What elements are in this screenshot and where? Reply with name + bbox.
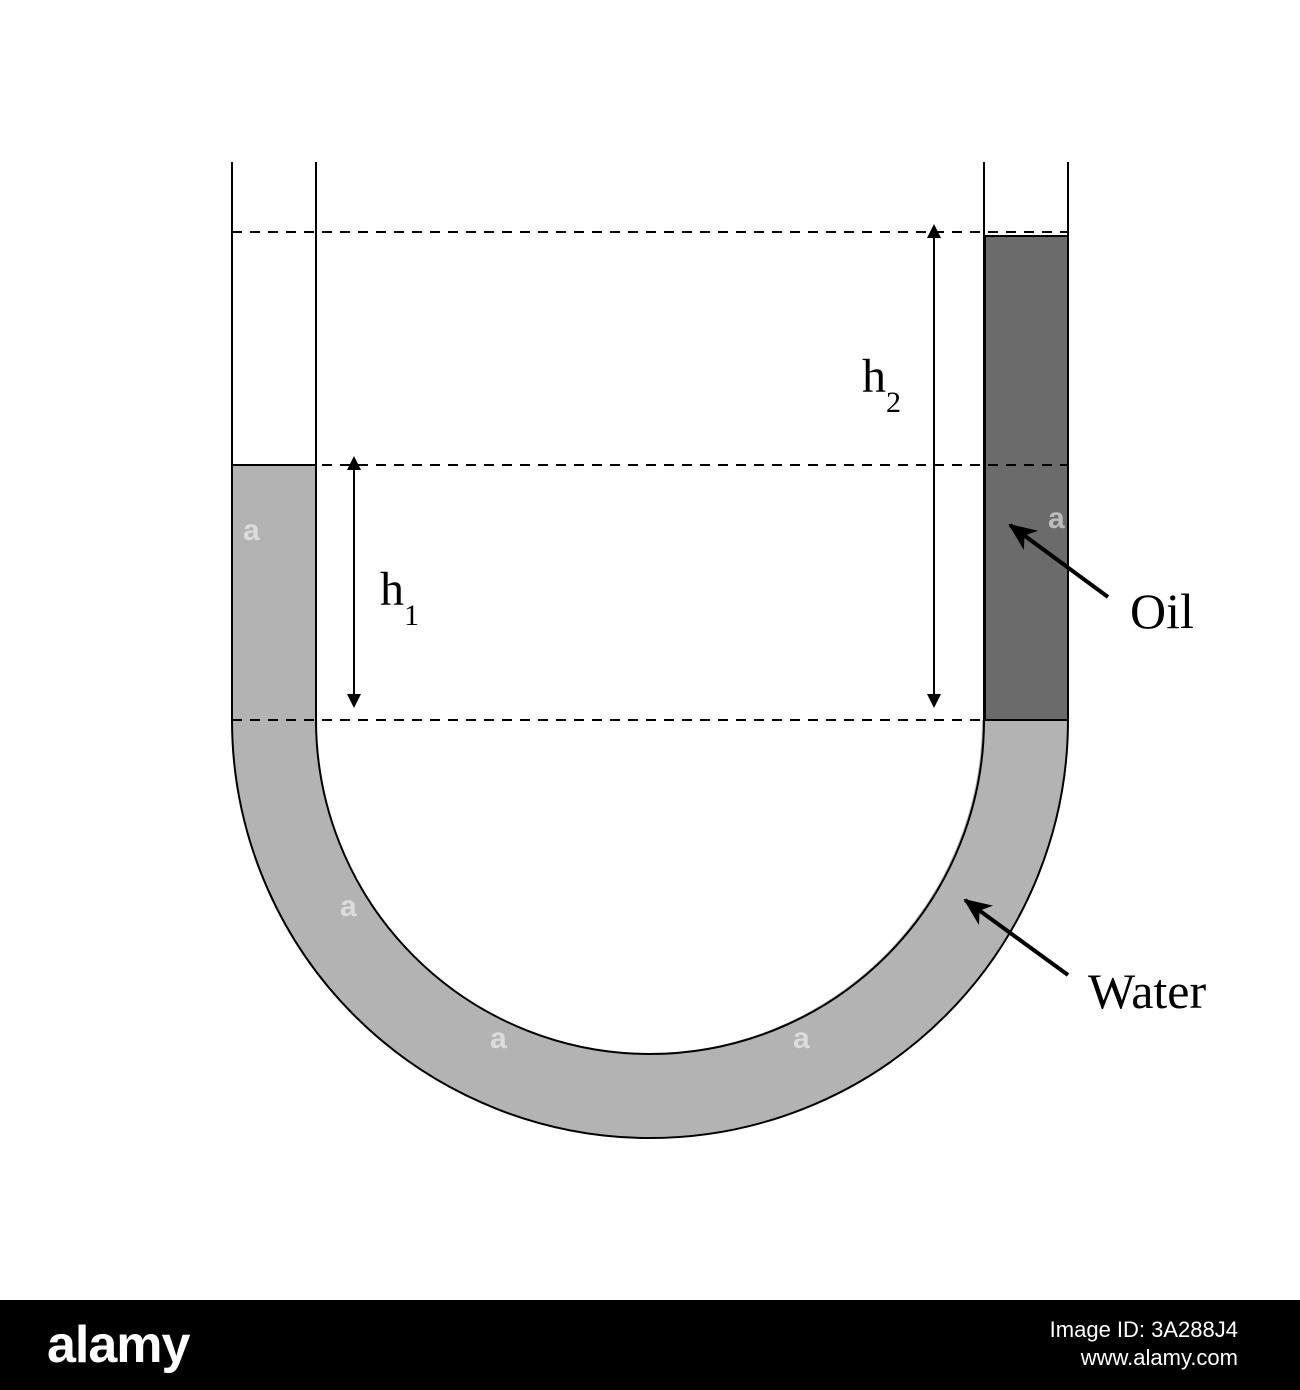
svg-text:a: a	[1048, 502, 1065, 535]
site-url-text: www.alamy.com	[1080, 1345, 1238, 1370]
image-id-text: Image ID: 3A288J4	[1049, 1317, 1238, 1342]
tube-outer-wall	[231, 162, 1069, 1139]
water-pointer-arrow	[963, 898, 1070, 977]
oil-pointer-arrow	[1008, 523, 1110, 599]
h2-label: h2	[862, 350, 901, 419]
alamy-logo: alamy	[47, 1316, 190, 1374]
svg-text:a: a	[793, 1022, 810, 1055]
tube-inner-wall	[315, 162, 985, 1055]
stock-photo-footer: alamy Image ID: 3A288J4 www.alamy.com	[0, 1300, 1300, 1390]
footer-info: Image ID: 3A288J4 www.alamy.com	[1050, 1316, 1238, 1372]
water-column	[232, 465, 1068, 1138]
u-tube-manometer-diagram: a a a a a h1 h2 Oil Water	[231, 162, 1206, 1139]
svg-text:a: a	[243, 514, 260, 547]
oil-label: Oil	[1130, 583, 1194, 639]
oil-column	[984, 235, 1069, 721]
water-label: Water	[1088, 963, 1206, 1019]
svg-text:a: a	[490, 1022, 507, 1055]
watermark-marks: a a a a a	[243, 502, 1065, 1055]
svg-text:a: a	[340, 890, 357, 923]
h1-label: h1	[380, 563, 419, 632]
